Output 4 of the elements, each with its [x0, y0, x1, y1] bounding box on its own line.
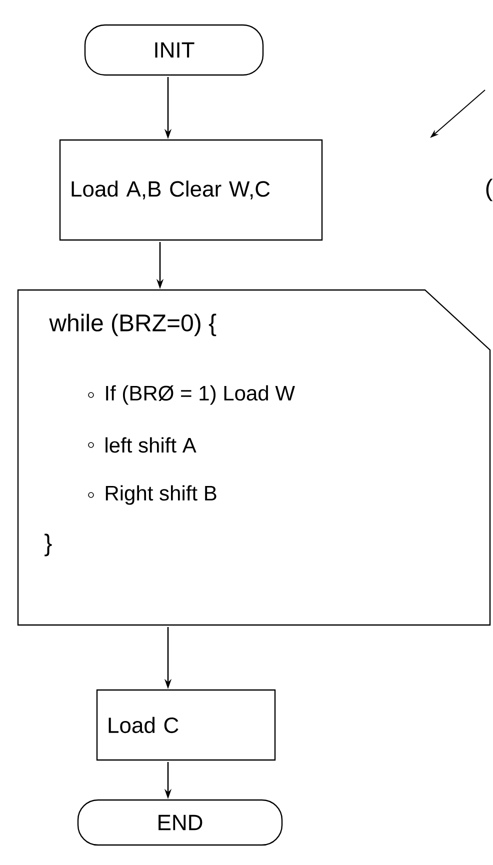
process-box: Load C: [96, 689, 276, 761]
partial-text: (: [486, 178, 493, 202]
loop-box: while (BRZ=0) { If (BRØ = 1) Load W left shift A Right shift B }: [17, 289, 491, 626]
process-box: Load A,B Clear W,C: [59, 139, 323, 241]
